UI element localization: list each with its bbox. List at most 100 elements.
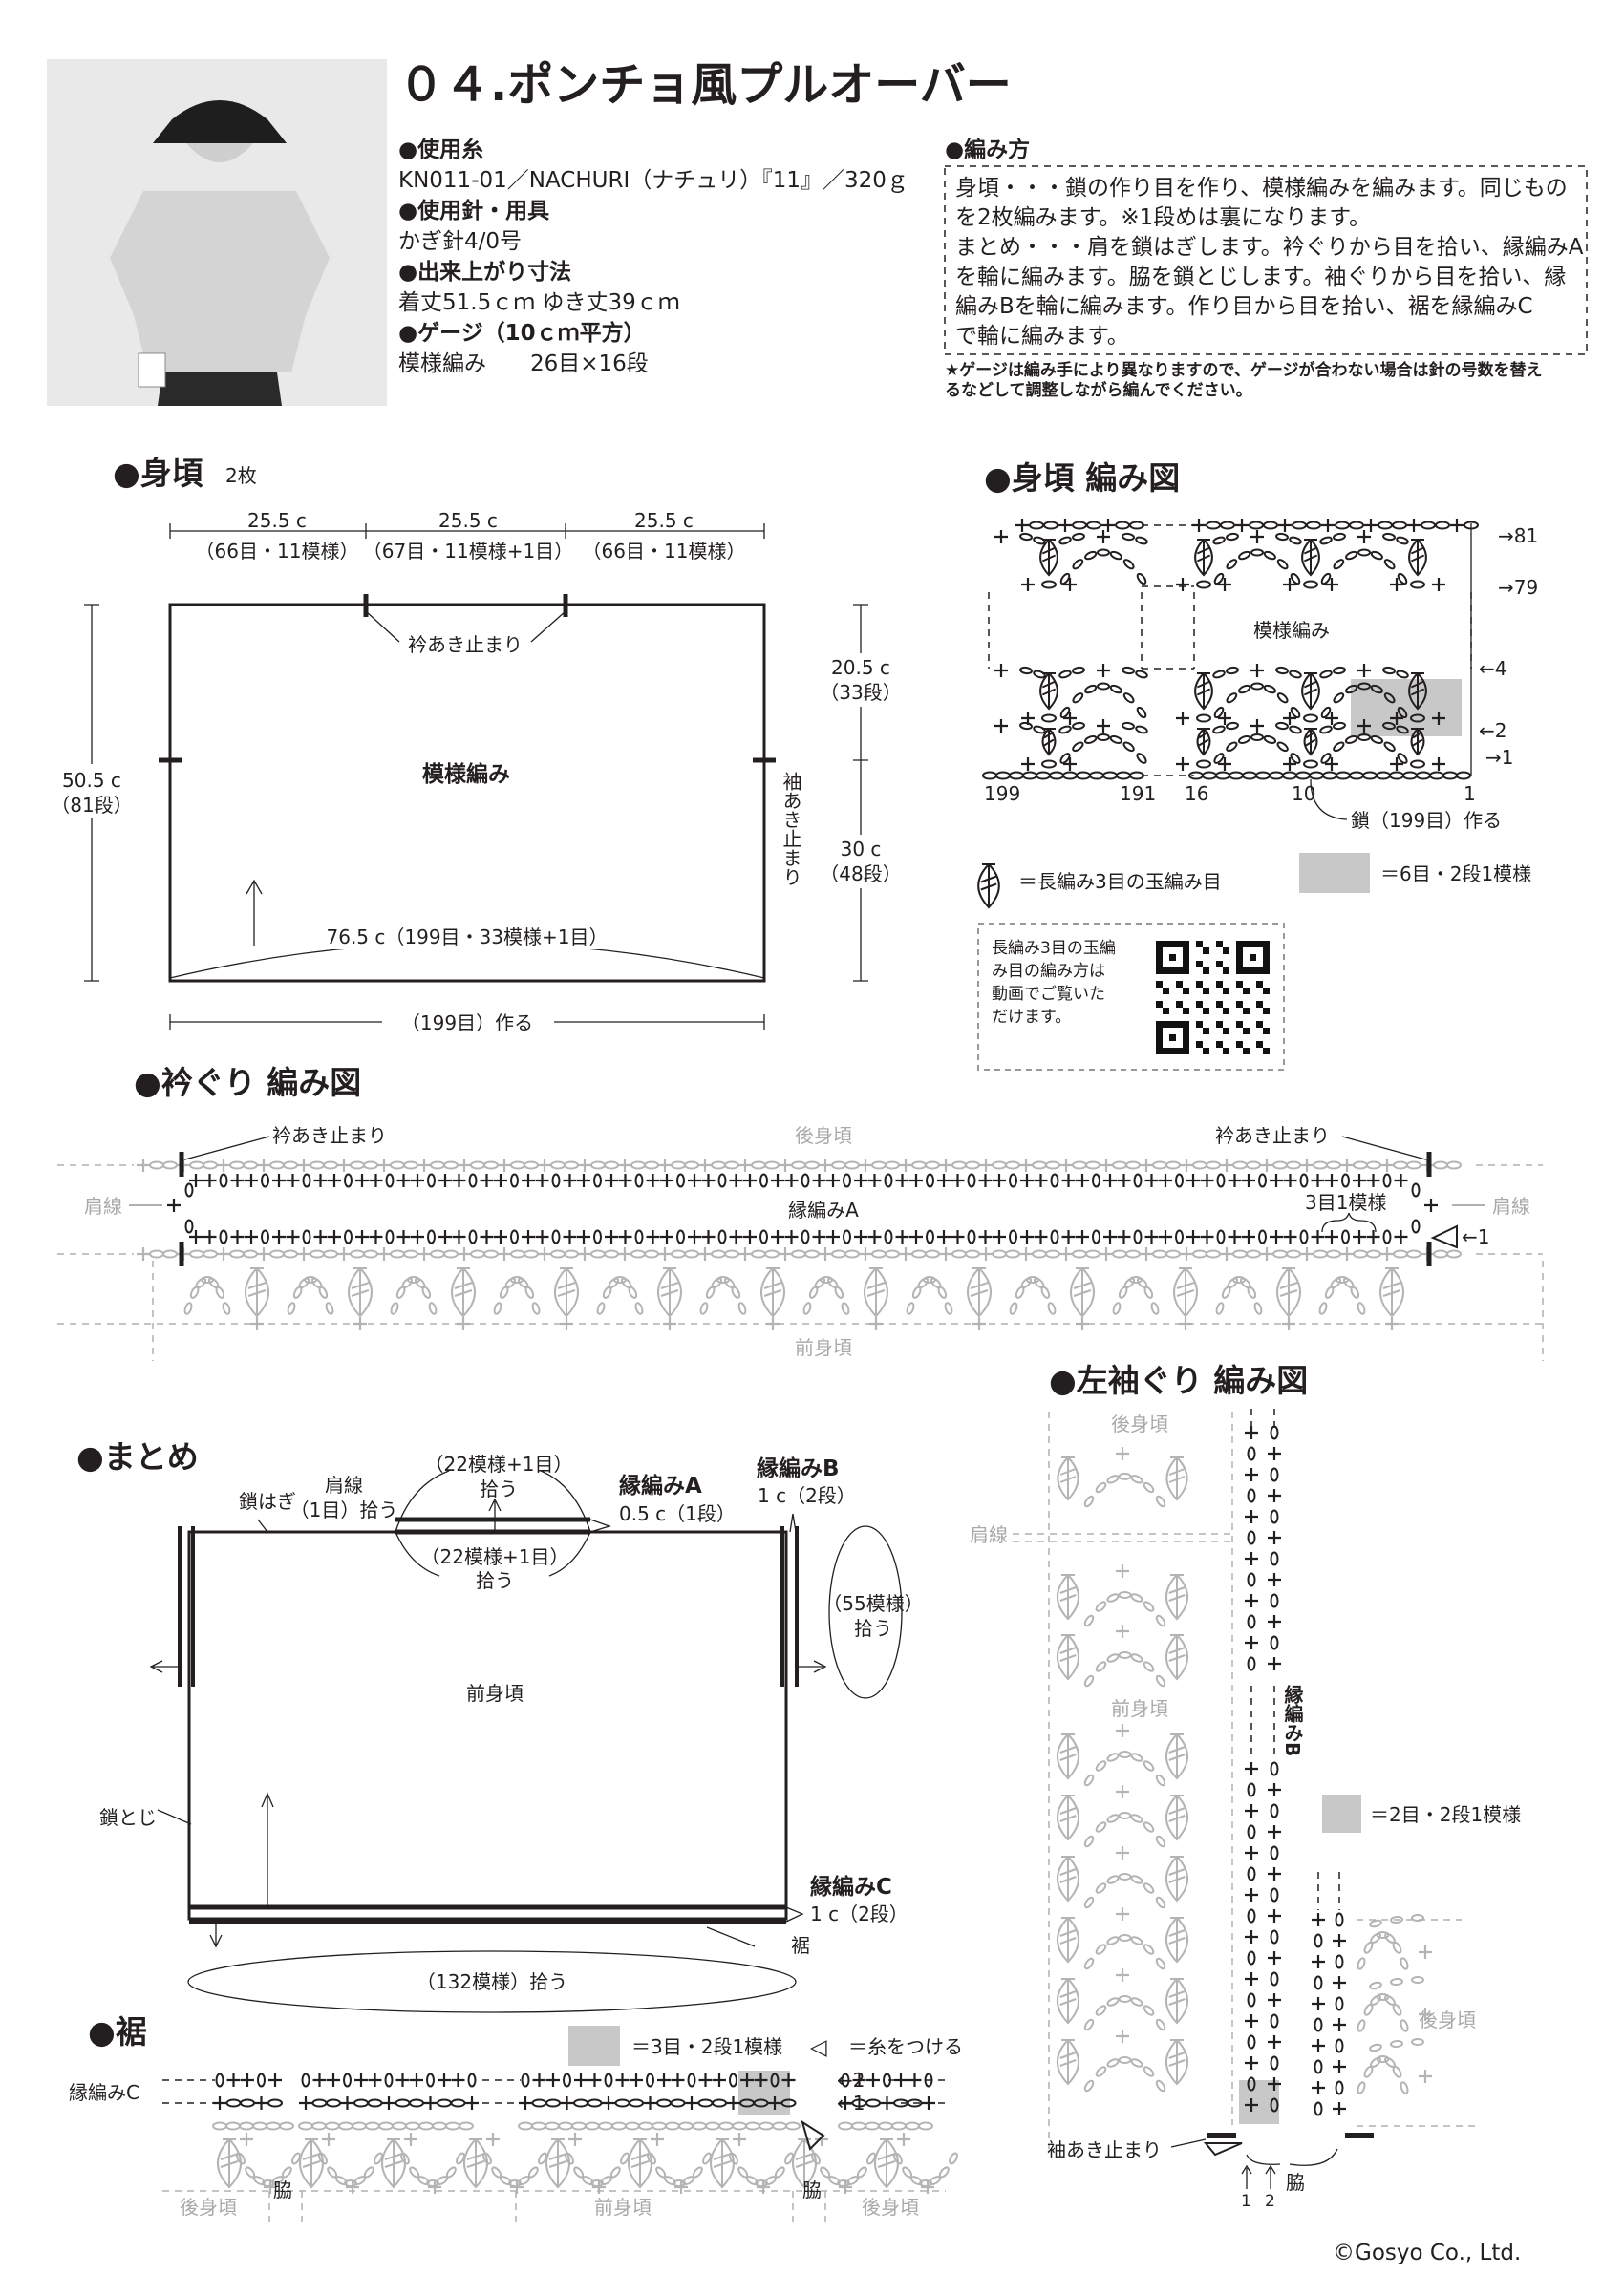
qr-module	[1156, 967, 1163, 974]
single-crochet-symbol	[213, 2096, 226, 2110]
single-crochet-symbol	[1245, 2098, 1258, 2112]
model-photo	[47, 59, 387, 406]
side-label: 脇	[1286, 2171, 1305, 2194]
chain-stitch-symbol	[1270, 2097, 1279, 2113]
chain-stitch-symbol	[545, 2098, 561, 2108]
chain-stitch-symbol	[596, 1302, 606, 1315]
qr-module	[1169, 1034, 1176, 1041]
single-crochet-symbol	[1103, 1230, 1117, 1244]
chain-stitch-symbol	[949, 2152, 958, 2165]
chain-stitch-symbol	[1136, 706, 1147, 719]
qr-module	[1169, 967, 1176, 974]
single-crochet-symbol	[1419, 2070, 1432, 2083]
chain-stitch-symbol	[1295, 771, 1311, 780]
chain-stitch-symbol	[291, 2152, 301, 2165]
chain-stitch-symbol	[1390, 1915, 1403, 1924]
chain-stitch-symbol	[598, 2121, 613, 2131]
chain-stitch-symbol	[1143, 1661, 1155, 1672]
chain-stitch-symbol	[665, 2121, 680, 2131]
chain-stitch-symbol	[405, 2121, 420, 2131]
chain-stitch-symbol	[1397, 753, 1408, 764]
chain-stitch-symbol	[521, 2073, 530, 2088]
single-crochet-symbol	[812, 1174, 826, 1187]
single-crochet-symbol	[592, 2180, 606, 2194]
bobble-stitch-symbol	[1410, 728, 1425, 756]
chain-stitch-symbol	[450, 2098, 466, 2108]
single-crochet-symbol	[643, 2096, 657, 2110]
chain-stitch-symbol	[426, 2073, 435, 2088]
single-crochet-symbol	[839, 2180, 852, 2194]
side-label: 脇	[802, 2179, 822, 2201]
chain-stitch-symbol	[1020, 1277, 1033, 1289]
chain-stitch-symbol	[1333, 692, 1345, 704]
chain-stitch-symbol	[212, 2121, 227, 2131]
chain-stitch-symbol	[1357, 1957, 1366, 1970]
single-crochet-symbol	[1245, 1594, 1258, 1607]
upper-height-cm: 20.5 c	[831, 656, 890, 679]
single-crochet-symbol	[1250, 530, 1264, 543]
chain-stitch-symbol	[1255, 771, 1271, 780]
single-crochet-symbol	[1268, 1951, 1281, 1965]
chain-stitch-symbol	[1213, 572, 1225, 585]
chain-stitch-symbol	[804, 1160, 820, 1170]
chain-stitch-symbol	[1135, 725, 1148, 734]
chain-stitch-symbol	[1314, 2059, 1323, 2074]
single-crochet-symbol	[327, 2073, 340, 2087]
chain-stitch-symbol	[593, 1173, 602, 1188]
qr-module	[1216, 1001, 1223, 1008]
chain-stitch-symbol	[1040, 1286, 1051, 1299]
chain-stitch-symbol	[1155, 1957, 1166, 1970]
chain-stitch-symbol	[1086, 521, 1101, 530]
bobble-stitch-symbol	[1041, 728, 1057, 756]
single-crochet-symbol	[411, 1174, 424, 1187]
chain-stitch-symbol	[1045, 1160, 1060, 1170]
single-crochet-symbol	[1245, 1426, 1258, 1439]
chain-stitch-symbol	[764, 2176, 778, 2186]
single-crochet-symbol	[137, 1247, 150, 1261]
qr-code[interactable]	[1156, 941, 1270, 1054]
qr-module	[1156, 1034, 1163, 1041]
chain-stitch-symbol	[421, 1286, 432, 1299]
shoulder-line-label: 肩線	[325, 1474, 363, 1497]
chain-stitch-symbol	[1299, 1229, 1309, 1244]
single-crochet-symbol	[1270, 1174, 1283, 1187]
chain-stitch-symbol	[843, 1229, 851, 1244]
single-crochet-symbol	[577, 1230, 590, 1244]
single-crochet-symbol	[1245, 1510, 1258, 1523]
size-value: 着丈51.5ｃｍ ゆき丈39ｃｍ	[398, 290, 680, 315]
chain-stitch-symbol	[1333, 559, 1345, 570]
chain-stitch-symbol	[1136, 753, 1147, 764]
chain-stitch-symbol	[310, 1160, 325, 1170]
chain-stitch-symbol	[1392, 2003, 1402, 2016]
qr-module	[1196, 1001, 1203, 1008]
back-body-label: 後身頃	[795, 1124, 852, 1147]
chain-stitch-symbol	[1341, 1173, 1350, 1188]
single-crochet-symbol	[1116, 1447, 1129, 1460]
row-number: 2	[1265, 2192, 1275, 2211]
neck-stop-right: 衿あき止まり	[1215, 1124, 1330, 1147]
chain-stitch-symbol	[261, 1229, 269, 1244]
front-body-label: 前身頃	[466, 1682, 524, 1705]
single-crochet-symbol	[423, 2096, 438, 2110]
neck-pick-top-2: 拾う	[480, 1478, 518, 1500]
chain-stitch-symbol	[844, 1249, 860, 1259]
row-label: ←4	[1479, 657, 1506, 680]
side-label: 脇	[273, 2179, 292, 2201]
chain-stitch-symbol	[261, 1173, 269, 1188]
chain-stitch-symbol	[1097, 548, 1110, 557]
chain-stitch-symbol	[229, 1160, 245, 1170]
single-crochet-symbol	[313, 1174, 328, 1187]
edging-c-label: 縁編みC	[69, 2081, 139, 2104]
chain-stitch-symbol	[917, 1277, 930, 1289]
chain-stitch-symbol	[1083, 2079, 1095, 2093]
bobble-stitch-symbol	[1056, 1634, 1080, 1681]
chain-stitch-symbol	[302, 1173, 311, 1188]
upper-height-rows: （33段）	[820, 681, 901, 704]
qr-module	[1236, 954, 1243, 961]
chain-stitch-symbol	[1429, 771, 1444, 780]
single-crochet-symbol	[268, 2073, 282, 2087]
qr-module	[1236, 1001, 1243, 1008]
chain-stitch-symbol	[1129, 521, 1144, 530]
sleeve-chart: ●左袖ぐり 編み図 後身頃 肩線 前身頃 後身頃 縁編みB ＝2目・2段1模様 …	[970, 1362, 1521, 2211]
single-crochet-symbol	[630, 2073, 643, 2087]
